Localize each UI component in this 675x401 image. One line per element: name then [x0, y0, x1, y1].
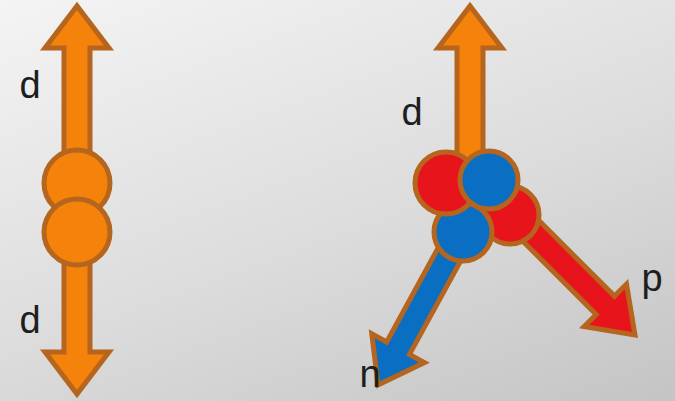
- particle-label: d: [19, 66, 40, 104]
- particle-label: d: [401, 93, 422, 131]
- particle-label: n: [359, 355, 380, 393]
- deuteron: [44, 199, 110, 265]
- particle-label: d: [19, 301, 40, 339]
- particle-label: p: [641, 259, 662, 297]
- neutron: [460, 151, 518, 209]
